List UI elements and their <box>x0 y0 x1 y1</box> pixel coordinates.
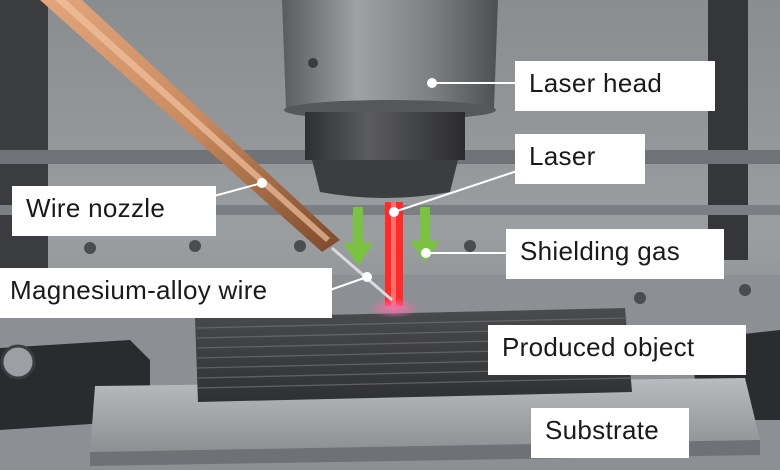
head-screw <box>308 58 318 68</box>
magnesium-alloy-wire-label: Magnesium-alloy wire <box>0 268 332 318</box>
laser-head-collar <box>305 112 465 160</box>
leader-dots <box>257 78 437 282</box>
laser-head-body <box>282 0 498 108</box>
right-frame-post <box>708 0 748 260</box>
laser-beam-core <box>391 202 396 306</box>
shielding-gas-label: Shielding gas <box>506 229 724 279</box>
laser-head-label: Laser head <box>515 61 715 111</box>
substrate-label: Substrate <box>531 408 689 458</box>
wire-nozzle-label: Wire nozzle <box>12 186 216 236</box>
shielding-gas-arrow-left <box>343 207 373 266</box>
laser-head-tip <box>312 160 458 198</box>
melt-pool-glow <box>368 298 420 318</box>
leader-lines <box>213 82 521 291</box>
magnesium-alloy-wire <box>331 246 393 302</box>
produced-object-label: Produced object <box>488 325 746 375</box>
laser-label: Laser <box>515 134 645 184</box>
clamp-bolt <box>0 344 36 380</box>
wire-nozzle-tube <box>40 0 340 252</box>
